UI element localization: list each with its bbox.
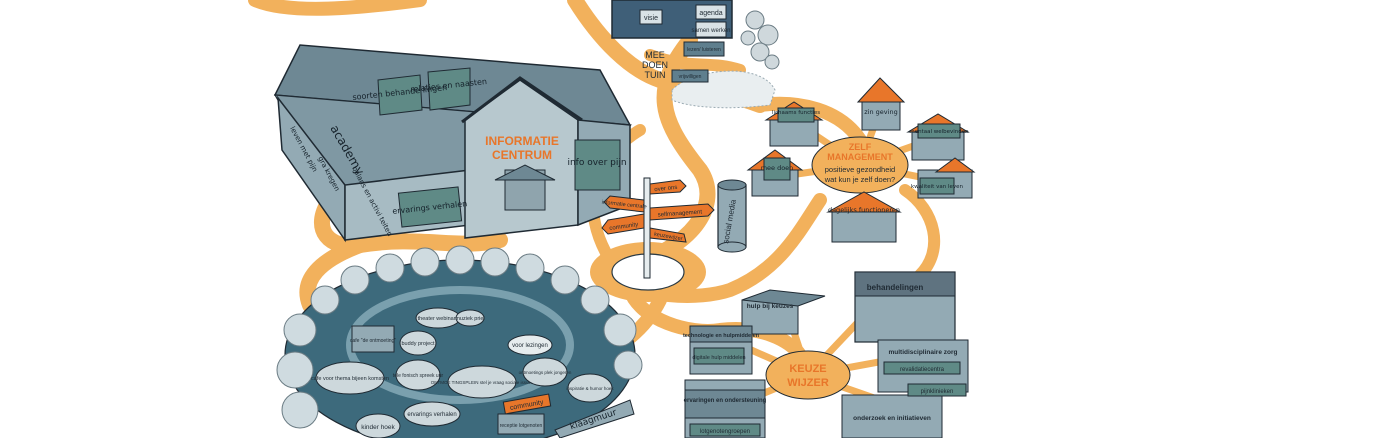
top-label-samenwerken: samen werken [691,28,730,34]
keuze-technologie: technologie en hulpmiddelen [683,333,760,339]
keuze-buildings: behandelingen hulp bij keuzes technologi… [683,271,969,438]
social-media-tower: social media [717,179,747,253]
house-label-lichaam: lichaams functies [772,110,820,116]
top-building: visie agenda samen werken [611,0,733,39]
house-label-mentaal: mentaal welbevinden [909,129,969,135]
info-title-1: INFORMATIE [485,134,559,148]
zelf-title-1: ZELF [849,142,872,152]
informatie-centrum: soorten behande lingen relaties en naast… [273,44,633,243]
info-title-2: CENTRUM [492,148,552,162]
house-label-dagelijks: dagelijks functioneren [828,206,900,214]
keuze-revalidatie: revalidatiecentra [900,367,945,373]
house-label-meedoen: mee doen [761,164,794,172]
sign-selfmanagement: selfmanagement [658,209,703,218]
tuin-label-2: DOEN [642,60,668,70]
keuze-title-2: WIJZER [787,377,829,389]
park-kinderhoek: kinder hoek [361,424,395,431]
meedoen-tuin: MEE DOEN TUIN lezen/ luisteren vrijwilli… [642,10,780,109]
park-ervaringen: ervarings verhalen [407,412,456,418]
park-trees [276,245,643,429]
house-zingeving: zin geving [856,77,906,131]
sign-community: community [609,222,639,232]
keuze-hulp: hulp bij keuzes [747,303,794,310]
zelf-sub-2: wat kun je zelf doen? [824,175,895,184]
park-ontmoetingsplein: ONTMOE TINGSPLEIN stel je vraag sociale … [431,380,534,385]
signpost: informatie centrale over ons selfmanagem… [601,177,715,279]
park-buddy: buddy project [401,341,434,347]
park-cafe-thema: cafe voor thema bijeen komsten [311,376,389,382]
info-right-panel: info over pijn [567,158,626,168]
park-receptie: receptie lotgenoten [500,423,543,429]
sign-informatie: informatie centrale [601,200,647,211]
keuze-pijnklinieken: pijnklinieken [921,389,954,395]
keuze-onderzoek: onderzoek en initiatieven [853,415,931,422]
keuze-behandelingen: behandelingen [867,283,924,292]
park-theater: theater webinars [418,316,459,322]
tuin-sub-lezen: lezen/ luisteren [687,47,721,53]
sign-keuzewijzer: keuzewijzer [654,232,684,243]
house-kwaliteit: kwaliteit van leven [911,157,976,199]
park-cafe-ontmoeting: cafe "de ontmoeting" [350,338,396,344]
house-meedoen: mee doen [746,149,804,197]
house-mentaal: mentaal welbevinden [906,113,970,161]
park-jongeren: ontmoetings plek jongeren [519,370,572,375]
house-lichaamsfuncties: lichaams functies [764,101,824,147]
top-label-agenda: agenda [699,10,722,17]
house-dagelijks: dagelijks functioneren [826,191,902,243]
road-network [248,0,941,377]
zelf-title-2: MANAGEMENT [827,152,893,162]
community-park: theater webinars muziek priel cafe "de o… [276,245,643,438]
tuin-sub-vrijwilligen: vrijwilligen [679,74,702,80]
keuze-ervaringen: ervaringen en ondersteuning [684,398,767,404]
top-label-visie: visie [644,15,658,22]
tuin-trees [740,10,780,70]
zelf-sub-1: positieve gezondheid [825,165,895,174]
keuze-digitale: digitale hulp middelen [692,355,745,361]
keuze-title-1: KEUZE [789,363,826,375]
keuze-multidisciplinair: multidisciplinaire zorg [889,349,958,356]
sign-over-ons: over ons [654,185,678,193]
tuin-label-1: MEE [645,50,665,60]
park-lezingen: voor lezingen [512,343,548,349]
tuin-label-3: TUIN [645,70,666,80]
park-inspiratie: inspiratie & humor hoek [566,386,614,391]
park-muziek: muziek priel [455,316,484,322]
park-telefonisch: tele fonisch spreek uur [393,373,444,379]
house-label-zin: zin geving [864,108,897,116]
keuze-lotgenoten: lotgenotengroepen [700,429,750,435]
house-label-kwaliteit: kwaliteit van leven [911,184,963,190]
